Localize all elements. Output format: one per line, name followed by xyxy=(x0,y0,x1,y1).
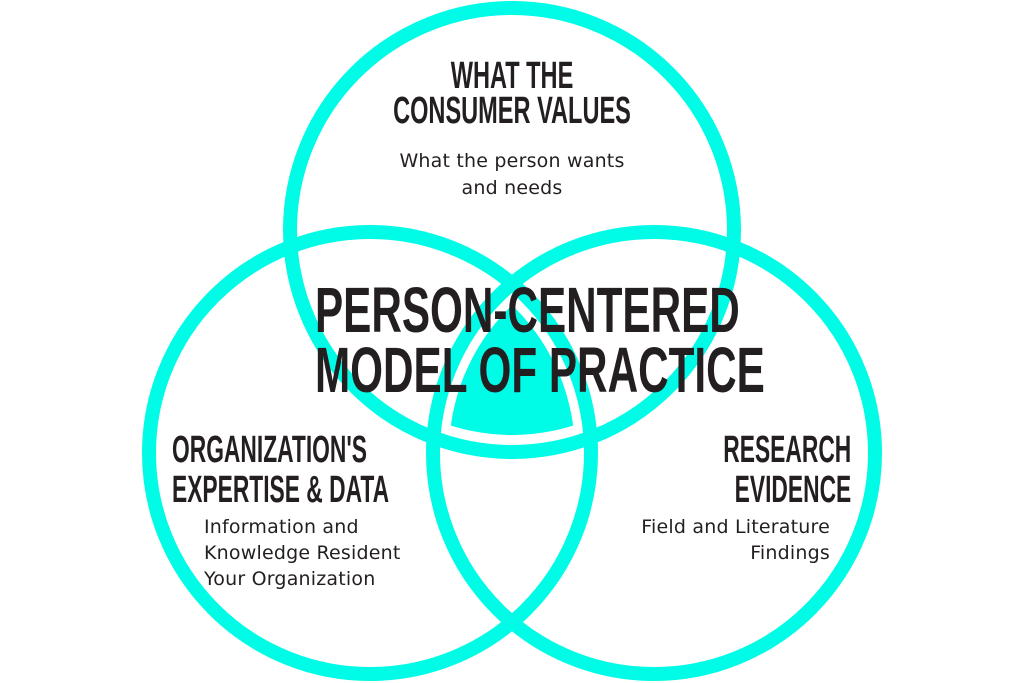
description-line: Your Organization xyxy=(204,568,376,590)
organization-expertise-heading: ORGANIZATION'S EXPERTISE & DATA xyxy=(172,430,389,510)
organization-expertise-circle xyxy=(142,225,598,681)
heading-line: EVIDENCE xyxy=(734,469,851,511)
heading-line: CONSUMER VALUES xyxy=(393,90,631,132)
description-line: What the person wants xyxy=(399,150,625,172)
consumer-values-heading: WHAT THE CONSUMER VALUES xyxy=(388,55,636,132)
description-line: Findings xyxy=(750,542,830,564)
description-line: Field and Literature xyxy=(641,516,830,538)
research-evidence-circle xyxy=(426,225,882,681)
description-line: Knowledge Resident xyxy=(204,542,401,564)
description-line: Information and xyxy=(204,516,359,538)
title-line: PERSON-CENTERED xyxy=(315,274,740,346)
description-line: and needs xyxy=(461,177,563,199)
consumer-values-description: What the person wants and needs xyxy=(312,148,712,202)
heading-line: WHAT THE xyxy=(450,55,574,97)
diagram-title: PERSON-CENTERED MODEL OF PRACTICE xyxy=(315,274,765,406)
heading-line: EXPERTISE & DATA xyxy=(172,469,390,511)
consumer-values-circle xyxy=(283,1,741,459)
title-line: MODEL OF PRACTICE xyxy=(315,334,765,406)
heading-line: RESEARCH xyxy=(723,429,851,471)
heading-line: ORGANIZATION'S xyxy=(172,429,367,471)
organization-expertise-description: Information and Knowledge Resident Your … xyxy=(204,514,401,592)
research-evidence-heading: RESEARCH EVIDENCE xyxy=(723,430,851,510)
research-evidence-description: Field and Literature Findings xyxy=(641,514,830,566)
